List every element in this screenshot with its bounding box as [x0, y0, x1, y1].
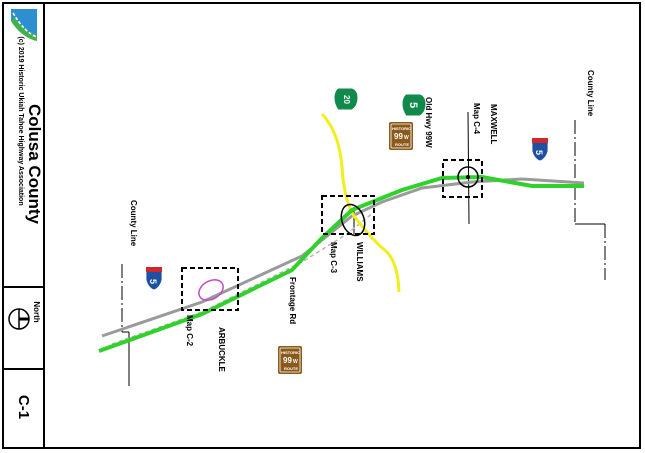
svg-text:HISTORIC: HISTORIC	[281, 350, 300, 355]
maxwell-label: MAXWELL	[489, 104, 498, 145]
sidebar-divider	[4, 368, 43, 370]
svg-text:99: 99	[283, 356, 292, 365]
county-title: Colusa County	[25, 104, 44, 224]
state-route-20-shield-icon: 20	[333, 87, 359, 111]
svg-text:5: 5	[407, 102, 419, 108]
old-hwy-99w-label: Old Hwy 99W	[424, 97, 433, 148]
north-arrow-icon	[8, 308, 30, 330]
sidebar-divider	[4, 286, 43, 288]
svg-text:ROUTE: ROUTE	[395, 142, 409, 147]
svg-text:5: 5	[148, 279, 158, 284]
williams-label: WILLIAMS	[355, 242, 364, 282]
historic-route-99w-shield-icon: HISTORIC 99 W ROUTE	[278, 346, 302, 374]
svg-text:W: W	[293, 359, 298, 365]
association-logo-icon	[11, 9, 38, 41]
map-frame: (c) 2019 Historic Ukiah Tahoe Highway As…	[2, 2, 641, 449]
map-c2-label: Map C-2	[185, 315, 194, 347]
county-line-right	[574, 120, 606, 280]
maxwell-cross-road	[467, 111, 470, 225]
interstate-5-shield-icon: 5	[145, 266, 163, 291]
frontage-road-label: Frontage Rd	[288, 277, 297, 324]
map-c4-inset-box	[442, 159, 483, 198]
historic-route-99w-shield-icon: HISTORIC 99 W ROUTE	[389, 122, 413, 150]
state-route-20-route	[320, 112, 401, 293]
map-c2-inset-box	[181, 267, 239, 311]
maxwell-center-dot	[466, 175, 470, 179]
map-c4-label: Map C-4	[472, 103, 481, 135]
road-map: County Line County Line Map C-2 ARBUCKLE…	[98, 70, 606, 386]
map-c3-inset-box	[321, 195, 375, 235]
map-id: C-1	[15, 394, 32, 420]
arbuckle-label: ARBUCKLE	[217, 327, 226, 373]
maxwell-town-marker	[457, 166, 479, 188]
svg-text:5: 5	[534, 150, 544, 155]
arbuckle-town-marker	[198, 279, 224, 301]
county-line-right-label: County Line	[586, 70, 595, 117]
north-label: North	[32, 301, 41, 323]
svg-text:99: 99	[394, 132, 403, 141]
state-route-5-shield-icon: 5	[401, 93, 427, 117]
svg-text:ROUTE: ROUTE	[284, 366, 298, 371]
interstate-5-shield-icon: 5	[531, 137, 549, 162]
svg-text:20: 20	[342, 95, 351, 104]
interstate-5-route	[98, 174, 584, 353]
svg-text:W: W	[404, 135, 409, 141]
old-highway-99w-route	[101, 177, 585, 338]
svg-text:HISTORIC: HISTORIC	[392, 126, 411, 131]
map-sidebar: (c) 2019 Historic Ukiah Tahoe Highway As…	[4, 4, 45, 447]
county-line-left	[121, 264, 130, 386]
county-line-left-label: County Line	[129, 200, 138, 247]
map-c3-label: Map C-3	[329, 242, 338, 274]
williams-town-marker	[340, 203, 366, 237]
map-area: County Line County Line Map C-2 ARBUCKLE…	[45, 4, 639, 447]
